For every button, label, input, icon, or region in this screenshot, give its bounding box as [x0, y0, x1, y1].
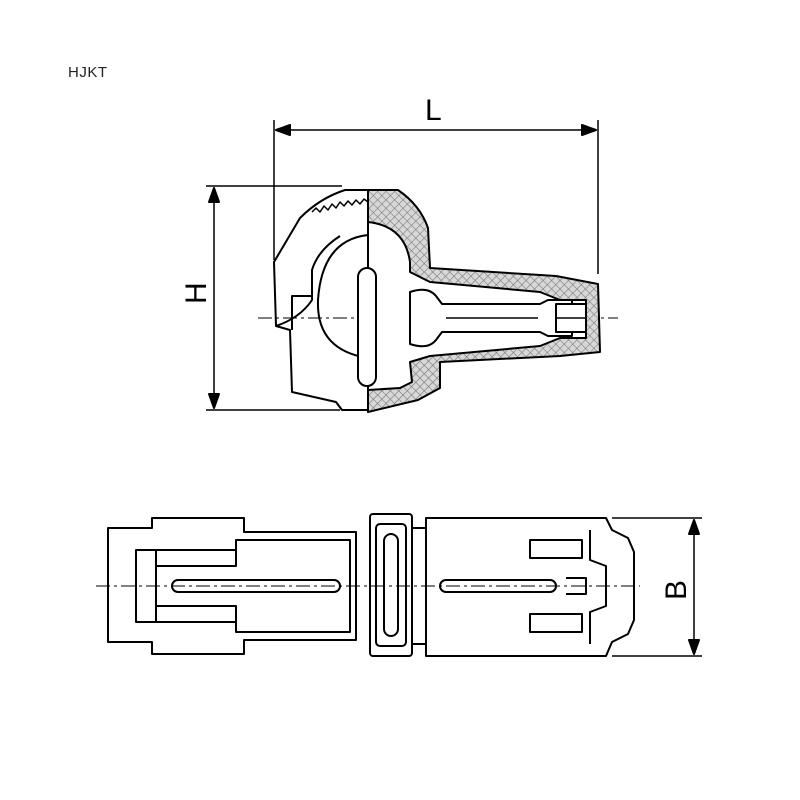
dim-L-label: L: [425, 94, 442, 127]
dim-B-arrow-bottom: [688, 639, 700, 655]
dim-L-arrow-right: [581, 124, 597, 136]
top-right-window-bottom: [529, 613, 583, 633]
top-right-slot: [439, 579, 557, 593]
top-right-tip: [566, 577, 587, 595]
dim-H-label: H: [180, 282, 213, 304]
model-label: HJKT: [68, 64, 108, 81]
dim-H-arrow-bottom: [208, 393, 220, 409]
top-left-notch-bottom: [156, 605, 237, 622]
side-view: [206, 120, 618, 413]
top-left-inner: [135, 539, 351, 633]
top-right-inner: [589, 530, 607, 644]
top-left-slot: [171, 579, 341, 593]
dim-L-arrow-left: [275, 124, 291, 136]
dim-B-label: B: [660, 580, 693, 600]
top-collar-outer: [369, 513, 413, 657]
side-slot: [357, 267, 377, 387]
top-collar-slot: [383, 533, 399, 637]
top-collar-inner: [375, 523, 407, 647]
side-flap-inner: [275, 235, 341, 327]
top-left-body: [107, 517, 357, 655]
top-right-window-top: [529, 539, 583, 559]
side-housing-step: [291, 295, 312, 330]
top-view: [96, 513, 702, 657]
side-housing-left: [273, 189, 369, 411]
top-left-notch-top: [156, 550, 237, 567]
dim-H-arrow-top: [208, 187, 220, 203]
side-round-cavity: [316, 234, 369, 359]
dim-B-arrow-top: [688, 519, 700, 535]
top-right-body: [425, 517, 635, 657]
